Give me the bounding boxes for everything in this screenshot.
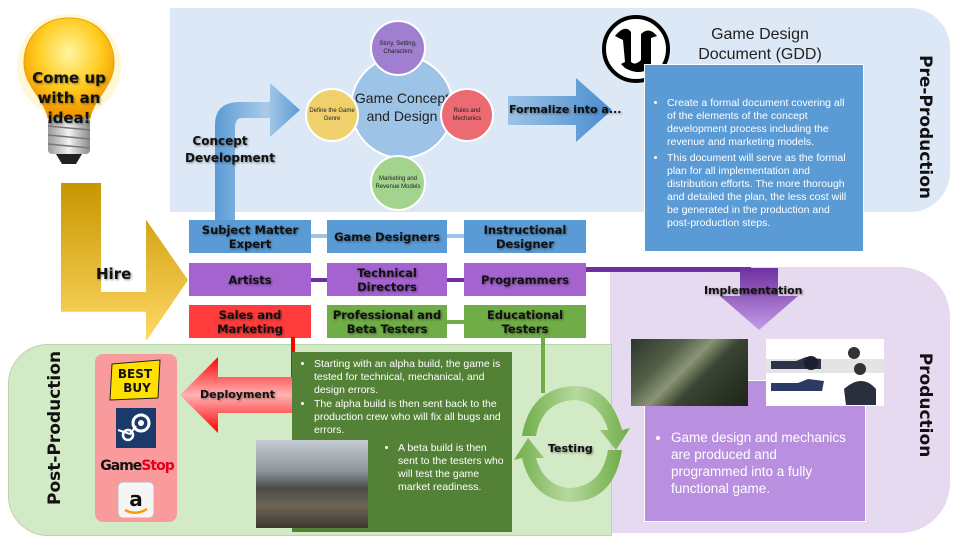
marketing-circle: Marketing and Revenue Models	[370, 155, 426, 211]
role-connector	[446, 320, 466, 324]
gdd-bullet: This document will serve as the formal p…	[667, 152, 855, 230]
role-connector	[446, 234, 466, 238]
production-label: Production	[915, 352, 935, 458]
pre-production-label: Pre-Production	[915, 55, 935, 200]
testing-bullet: Starting with an alpha build, the game i…	[314, 358, 504, 397]
gdd-description-box: Create a formal document covering all of…	[644, 64, 864, 252]
testing-label: Testing	[548, 442, 593, 455]
formalize-arrow-icon	[508, 78, 612, 142]
gdd-title: Game Design Document (GDD)	[698, 26, 822, 63]
testing-bullet-beta: A beta build is then sent to the testers…	[368, 442, 508, 494]
corridor-screenshot-image	[631, 339, 748, 406]
amazon-logo-icon: a	[118, 482, 154, 518]
role-sales-marketing: Sales and Marketing	[189, 305, 311, 338]
role-educational-testers: Educational Testers	[464, 305, 586, 338]
role-technical-directors: Technical Directors	[327, 263, 447, 296]
implementation-label: Implementation	[704, 284, 803, 297]
hire-arrow-icon	[61, 183, 188, 340]
testing-bullet: The alpha build is then sent back to the…	[314, 398, 504, 437]
production-bullet: Game design and mechanics are produced a…	[671, 429, 855, 497]
idea-label: Come up with an idea!	[32, 69, 106, 127]
role-programmers: Programmers	[464, 263, 586, 296]
hire-label: Hire	[96, 265, 132, 283]
deployment-label: Deployment	[200, 388, 275, 401]
implementation-arrow-icon	[720, 268, 798, 330]
post-production-label: Post-Production	[45, 350, 65, 505]
story-circle: Story, Setting, Characters	[370, 20, 426, 76]
role-instructional-designer: Instructional Designer	[464, 220, 586, 253]
concept-development-arrow-icon	[215, 83, 300, 220]
role-game-designers: Game Designers	[327, 220, 447, 253]
genre-circle: Define the Game Genre	[305, 88, 359, 142]
programmers-connector	[586, 267, 751, 272]
educational-testers-connector	[541, 338, 545, 393]
testing-cycle-arrows-icon	[514, 386, 630, 502]
testing-bullet: A beta build is then sent to the testers…	[398, 442, 508, 494]
unreal-logo-icon	[602, 15, 670, 83]
concept-development-label: Concept Development	[185, 134, 275, 165]
retailers-box: BEST BUY GameStop a	[95, 354, 177, 522]
steam-logo-icon	[116, 408, 156, 448]
rules-circle: Rules and Mechanics	[440, 88, 494, 142]
best-buy-logo-icon: BEST BUY	[109, 359, 161, 401]
svg-text:BEST: BEST	[118, 367, 153, 381]
role-connector	[446, 278, 466, 282]
gdd-bullet: Create a formal document covering all of…	[667, 97, 855, 149]
role-professional-beta-testers: Professional and Beta Testers	[327, 305, 447, 338]
deployment-arrow-icon	[180, 357, 294, 433]
svg-text:a: a	[129, 487, 143, 511]
weapon-concept-art-image	[766, 339, 884, 406]
svg-text:BUY: BUY	[123, 381, 151, 395]
gamestop-logo: GameStop	[100, 458, 174, 474]
fps-screenshot-image	[256, 440, 368, 528]
lightbulb-icon	[17, 14, 121, 164]
role-subject-matter-expert: Subject Matter Expert	[189, 220, 311, 253]
role-connector	[310, 278, 330, 282]
role-connector	[310, 234, 330, 238]
role-artists: Artists	[189, 263, 311, 296]
formalize-label: Formalize into a...	[509, 103, 622, 116]
